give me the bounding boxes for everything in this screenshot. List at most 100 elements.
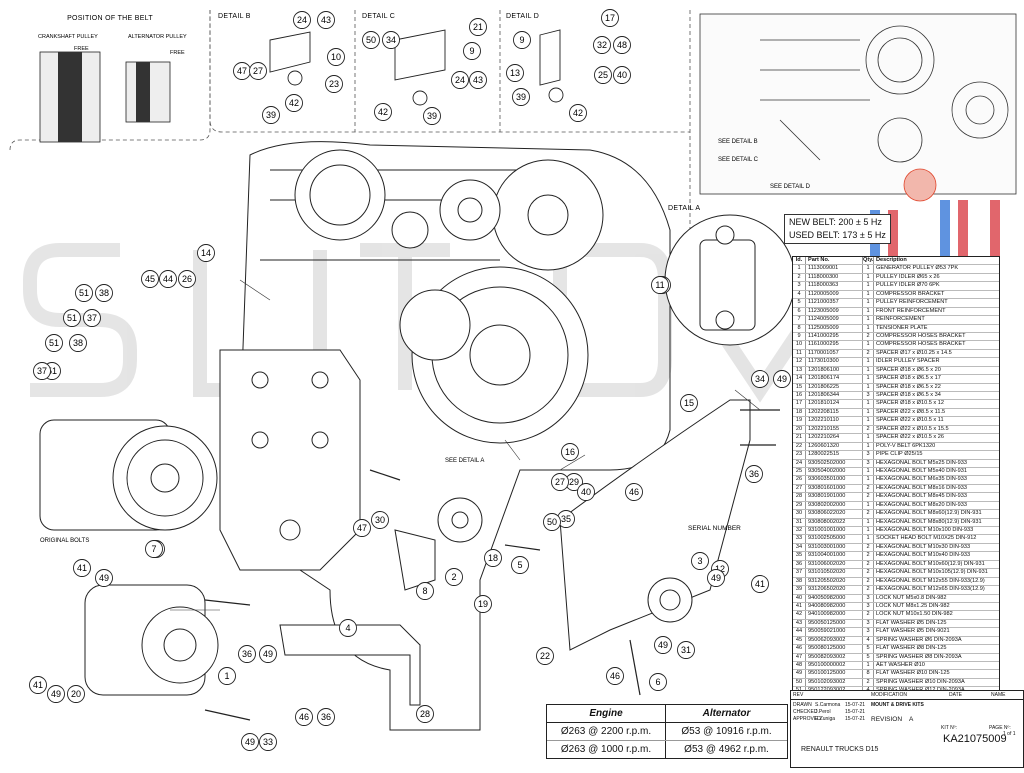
part-number-cell: 1123005009 <box>806 307 863 316</box>
part-id-cell: 7 <box>793 316 806 324</box>
part-description-cell: HEXAGONAL BOLT M10x60(12.9) DIN-931 <box>876 560 985 567</box>
part-number-cell: 1118000363 <box>806 282 863 290</box>
rpm-table-header: Engine Alternator <box>547 705 787 723</box>
part-number-cell: 1118000300 <box>806 273 863 282</box>
part-description-cell: HEXAGONAL BOLT M5x40 DIN-931 <box>876 467 967 474</box>
part-description-cell: AET WASHER Ø10 <box>876 662 925 668</box>
part-number-cell: 930802002000 <box>806 501 863 510</box>
part-qty-cell: 3 <box>863 451 874 459</box>
used-belt-label: USED BELT: <box>789 230 840 240</box>
callout-number: 40 <box>581 487 591 497</box>
callout-number: 49 <box>711 573 721 583</box>
part-callout: 33 <box>259 733 277 751</box>
part-callout: 48 <box>613 36 631 54</box>
callout-number: 24 <box>297 15 307 25</box>
part-id-cell: 22 <box>793 442 806 451</box>
part-id-cell: 30 <box>793 510 806 518</box>
part-id-cell: 39 <box>793 586 806 594</box>
part-id-cell: 9 <box>793 332 806 341</box>
part-callout: 36 <box>317 708 335 726</box>
callout-circle <box>606 667 624 685</box>
tb-kit-no: KA21075009 <box>943 733 1007 745</box>
callout-circle <box>416 582 434 600</box>
part-number-cell: 1201806100 <box>806 366 863 375</box>
part-id-cell: 49 <box>793 670 806 678</box>
part-description-cell: FLAT WASHER Ø5 DIN-9021 <box>876 628 950 635</box>
part-id-cell: 37 <box>793 569 806 577</box>
callout-number: 9 <box>519 35 524 45</box>
part-number-cell: 1173010300 <box>806 358 863 366</box>
part-id-cell: 38 <box>793 577 806 586</box>
callout-number: 49 <box>658 640 668 650</box>
tb-vehicle: RENAULT TRUCKS D15 <box>801 746 879 753</box>
part-callout: 49 <box>259 645 277 663</box>
callout-number: 42 <box>289 98 299 108</box>
callout-circle <box>29 676 47 694</box>
callout-number: 23 <box>329 79 339 89</box>
callout-circle <box>353 519 371 537</box>
part-callout: 21 <box>469 18 487 36</box>
part-callout: 49 <box>95 569 113 587</box>
see-detail-c: SEE DETAIL C <box>718 157 759 163</box>
tb-name: NAME <box>991 692 1006 698</box>
callout-number: 49 <box>245 737 255 747</box>
callout-number: 39 <box>266 110 276 120</box>
callout-circle <box>551 473 569 491</box>
part-callout: 7 <box>145 540 163 558</box>
callout-circle <box>751 575 769 593</box>
part-description-cell: HEXAGONAL BOLT M8x60(12.9) DIN-931 <box>876 510 982 517</box>
part-number-cell: 1201806344 <box>806 392 863 400</box>
part-description-cell: HEXAGONAL BOLT M8x80(12.9) DIN-931 <box>876 518 982 525</box>
part-qty-cell: 1 <box>863 282 874 290</box>
part-callout: 9 <box>513 31 531 49</box>
part-callout: 20 <box>67 685 85 703</box>
callout-number: 45 <box>145 274 155 284</box>
callout-circle <box>707 569 725 587</box>
part-number-cell: 1120005009 <box>806 290 863 299</box>
part-number-cell: 931010502020 <box>806 569 863 577</box>
callout-number: 48 <box>617 40 627 50</box>
part-number-cell: 931206502020 <box>806 586 863 594</box>
part-qty-cell: 2 <box>863 484 874 493</box>
part-qty-cell: 1 <box>863 476 874 484</box>
callout-circle <box>83 309 101 327</box>
tb-page-label: PAGE Nº: <box>989 725 1011 731</box>
callout-circle <box>293 11 311 29</box>
tb-checked-label: CHECKED <box>793 709 818 715</box>
part-id-cell: 40 <box>793 594 806 602</box>
part-id-cell: 13 <box>793 366 806 375</box>
part-callout: 46 <box>606 667 624 685</box>
callout-circle <box>423 107 441 125</box>
part-callout: 36 <box>745 465 763 483</box>
callout-circle <box>295 708 313 726</box>
part-qty-cell: 3 <box>863 594 874 602</box>
part-callout: 3 <box>691 552 709 570</box>
part-description-cell: SOCKET HEAD BOLT M10X25 DIN-912 <box>876 535 977 542</box>
callout-circle <box>241 733 259 751</box>
used-belt-value: 173 ± 5 Hz <box>842 230 886 240</box>
part-number-cell: 1170001057 <box>806 349 863 358</box>
part-callout: 51 <box>63 309 81 327</box>
tb-checked-by: J.Perol <box>815 709 831 715</box>
callout-number: 37 <box>87 313 97 323</box>
part-number-cell: 940080982000 <box>806 602 863 611</box>
part-qty-cell: 1 <box>863 467 874 476</box>
part-description-cell: TENSIONER PLATE <box>876 324 928 331</box>
new-belt-value: 200 ± 5 Hz <box>838 217 882 227</box>
callout-circle <box>63 309 81 327</box>
part-qty-cell: 1 <box>863 527 874 535</box>
part-id-cell: 45 <box>793 636 806 645</box>
part-description-cell: GENERATOR PULLEY Ø53 7PK <box>876 265 959 272</box>
part-callout: 37 <box>33 362 51 380</box>
